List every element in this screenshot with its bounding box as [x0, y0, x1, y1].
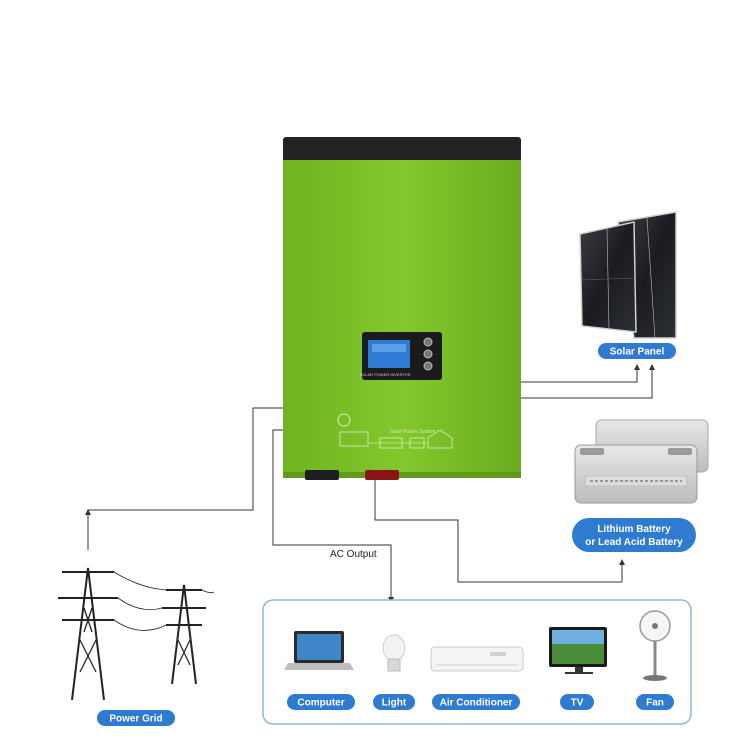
power-grid-label: Power Grid	[97, 710, 175, 726]
svg-text:Light: Light	[382, 698, 407, 709]
inverter: SOLAR POWER INVERTER Solar Power System	[283, 137, 521, 480]
battery-label: Lithium Battery or Lead Acid Battery	[572, 518, 696, 552]
svg-text:Power Grid: Power Grid	[109, 714, 162, 725]
solar-decal-icon	[339, 431, 369, 447]
computer-icon	[284, 631, 354, 670]
up-button[interactable]	[423, 337, 433, 347]
panel-caption: Solar Power System	[390, 429, 435, 435]
solar-panel-image	[579, 211, 677, 339]
air-conditioner-label: Air Conditioner	[432, 694, 520, 710]
power-grid-towers	[58, 567, 215, 701]
svg-text:Fan: Fan	[646, 698, 664, 709]
light-label: Light	[373, 694, 415, 710]
ac-output-label: AC Output	[330, 549, 377, 560]
ok-button[interactable]	[423, 349, 433, 359]
svg-text:Computer: Computer	[297, 698, 344, 709]
sun-icon	[337, 413, 351, 427]
air-conditioner-icon	[430, 646, 524, 672]
inverter-top-cap	[283, 137, 521, 163]
tv-icon	[549, 627, 607, 674]
wiring	[85, 364, 655, 603]
down-button[interactable]	[423, 361, 433, 371]
inverter-decal: Solar Power System	[337, 413, 453, 449]
screen-caption: SOLAR POWER INVERTER	[359, 372, 410, 377]
fan-icon	[639, 610, 671, 681]
fan-label: Fan	[636, 694, 674, 710]
computer-label: Computer	[287, 694, 355, 710]
terminal-black	[305, 470, 339, 480]
svg-text:TV: TV	[571, 698, 584, 709]
terminal-red	[365, 470, 399, 480]
svg-text:Air Conditioner: Air Conditioner	[440, 698, 513, 709]
tv-label: TV	[560, 694, 594, 710]
svg-text:Lithium Battery: Lithium Battery	[597, 524, 671, 535]
svg-text:or Lead Acid Battery: or Lead Acid Battery	[585, 537, 683, 548]
svg-text:Solar Panel: Solar Panel	[610, 347, 665, 358]
inverter-control-panel: SOLAR POWER INVERTER	[359, 332, 442, 380]
solar-panel-label: Solar Panel	[598, 343, 676, 359]
house-decal-icon	[427, 429, 453, 449]
light-bulb-icon	[382, 634, 406, 672]
battery-image	[574, 419, 709, 504]
inverter-body	[283, 160, 521, 478]
